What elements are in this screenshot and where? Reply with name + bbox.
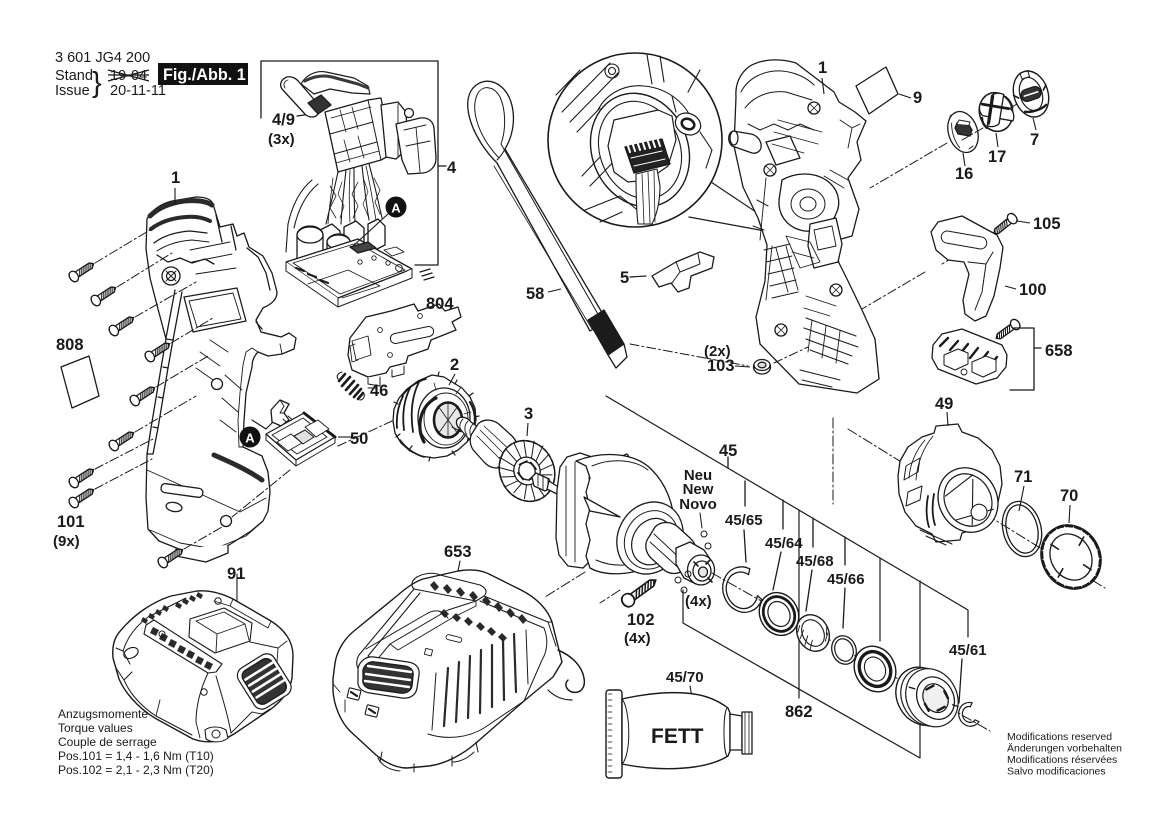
svg-text:3: 3 [524,405,533,423]
svg-text:Stand: Stand [55,68,93,84]
svg-text:1: 1 [171,169,180,187]
svg-text:}: } [92,67,102,99]
svg-text:(9x): (9x) [53,533,80,550]
svg-text:Fig./Abb. 1: Fig./Abb. 1 [163,66,246,84]
svg-text:A: A [391,201,401,216]
svg-text:70: 70 [1060,487,1078,505]
svg-text:804: 804 [426,295,454,313]
svg-text:45/64: 45/64 [765,535,803,552]
svg-text:808: 808 [56,336,84,354]
svg-text:58: 58 [526,285,544,303]
svg-text:103: 103 [707,357,735,375]
svg-text:658: 658 [1045,342,1073,360]
svg-text:Pos.102 = 2,1 - 2,3 Nm (T20): Pos.102 = 2,1 - 2,3 Nm (T20) [58,763,214,777]
svg-text:Novo: Novo [679,496,717,513]
svg-text:Änderungen vorbehalten: Änderungen vorbehalten [1007,743,1122,755]
svg-text:45/70: 45/70 [666,669,704,686]
svg-text:45/61: 45/61 [949,642,987,659]
svg-text:49: 49 [935,395,953,413]
svg-text:91: 91 [227,565,245,583]
svg-text:16: 16 [955,165,973,183]
svg-text:102: 102 [627,611,655,629]
svg-text:7: 7 [1030,131,1039,149]
svg-text:862: 862 [785,703,813,721]
svg-text:A: A [245,431,255,446]
svg-text:653: 653 [444,543,472,561]
svg-text:New: New [683,481,714,498]
svg-text:Anzugsmomente: Anzugsmomente [58,707,148,721]
svg-text:105: 105 [1033,215,1061,233]
svg-text:71: 71 [1014,468,1032,486]
svg-text:17: 17 [988,148,1006,166]
svg-text:20-11-11: 20-11-11 [110,83,166,99]
svg-text:(4x): (4x) [624,630,651,647]
svg-text:(2x): (2x) [704,343,731,360]
svg-text:100: 100 [1019,281,1047,299]
svg-text:4/9: 4/9 [272,111,295,129]
svg-text:Modifications réservées: Modifications réservées [1007,754,1117,766]
svg-text:Pos.101 = 1,4 - 1,6 Nm (T10): Pos.101 = 1,4 - 1,6 Nm (T10) [58,749,214,763]
svg-text:2: 2 [450,356,459,374]
svg-text:Salvo modificaciones: Salvo modificaciones [1007,766,1106,778]
svg-text:45/68: 45/68 [796,553,834,570]
svg-text:(3x): (3x) [268,131,295,148]
svg-text:Modifications reserved: Modifications reserved [1007,731,1112,743]
svg-text:FETT: FETT [651,725,704,748]
svg-text:Neu: Neu [684,467,712,484]
svg-text:Torque values: Torque values [58,721,133,735]
svg-text:3 601 JG4 200: 3 601 JG4 200 [55,50,150,66]
svg-text:Couple de serrage: Couple de serrage [58,735,157,749]
svg-text:101: 101 [57,513,85,531]
svg-text:Issue: Issue [55,83,90,99]
svg-text:5: 5 [620,269,629,287]
svg-text:45/65: 45/65 [725,512,763,529]
svg-text:9: 9 [913,89,922,107]
svg-text:4: 4 [447,159,457,177]
svg-text:45/66: 45/66 [827,571,865,588]
svg-text:50: 50 [350,430,368,448]
svg-text:46: 46 [370,382,388,400]
svg-text:1: 1 [818,59,827,77]
svg-text:45: 45 [719,442,737,460]
svg-text:(4x): (4x) [685,593,712,610]
